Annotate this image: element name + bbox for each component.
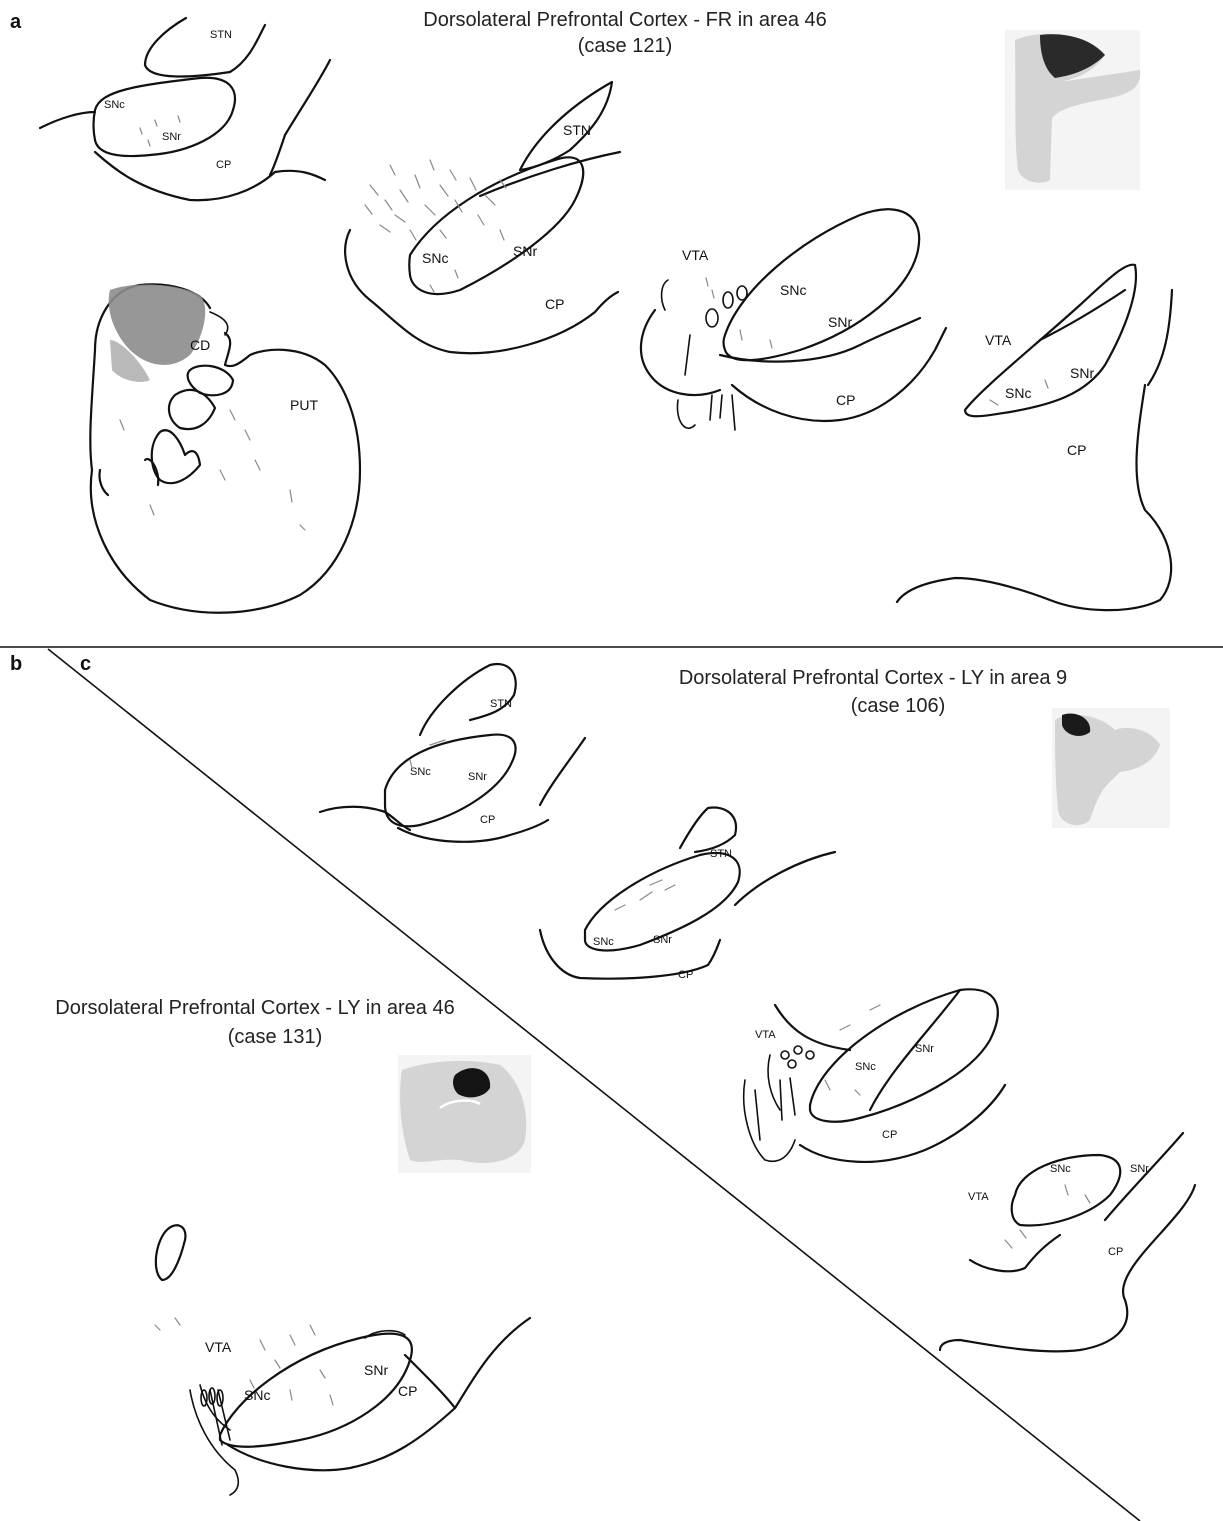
- panel-b-injection-thumbnail: [398, 1055, 531, 1173]
- label-snc: SNc: [104, 99, 125, 111]
- panel-c-injection-thumbnail: [1052, 708, 1170, 828]
- label-stn: STN: [563, 122, 591, 138]
- label-vta: VTA: [968, 1191, 989, 1203]
- panel-a-section-1: STN SNc SNr CP: [40, 18, 330, 200]
- label-snr: SNr: [162, 131, 181, 143]
- label-vta: VTA: [205, 1339, 232, 1355]
- panel-b-case: (case 131): [228, 1026, 323, 1048]
- panel-a-title: Dorsolateral Prefrontal Cortex - FR in a…: [423, 9, 827, 31]
- panel-c-case: (case 106): [851, 695, 946, 717]
- label-vta: VTA: [985, 332, 1012, 348]
- panel-a-injection-thumbnail: [1005, 30, 1140, 190]
- panel-c-section-3: VTA SNc SNr CP: [744, 989, 1005, 1162]
- label-cp: CP: [678, 969, 693, 981]
- label-snr: SNr: [915, 1043, 934, 1055]
- label-snr: SNr: [653, 934, 672, 946]
- label-put: PUT: [290, 397, 318, 413]
- diagonal-divider: [48, 649, 1140, 1521]
- label-snr: SNr: [468, 771, 487, 783]
- label-cp: CP: [836, 392, 855, 408]
- label-snc: SNc: [410, 766, 431, 778]
- panel-letter-a: a: [10, 11, 22, 33]
- label-snc: SNc: [593, 936, 614, 948]
- label-cp: CP: [216, 159, 231, 171]
- panel-a-case: (case 121): [578, 35, 673, 57]
- label-snr: SNr: [828, 314, 852, 330]
- label-snc: SNc: [1050, 1163, 1071, 1175]
- label-stn: STN: [490, 698, 512, 710]
- label-cp: CP: [1108, 1246, 1123, 1258]
- panel-letter-b: b: [10, 653, 22, 675]
- panel-a-striatum: CD PUT: [90, 284, 360, 612]
- label-stn: STN: [710, 848, 732, 860]
- label-snc: SNc: [780, 282, 806, 298]
- panel-b-section: VTA SNc SNr CP: [155, 1225, 530, 1495]
- label-snc: SNc: [244, 1387, 270, 1403]
- panel-a-section-3: VTA SNc SNr CP: [641, 209, 946, 430]
- label-snc: SNc: [1005, 385, 1031, 401]
- label-cp: CP: [545, 296, 564, 312]
- injection-site: [453, 1068, 490, 1097]
- panel-c-section-1: STN SNc SNr CP: [320, 664, 585, 842]
- panel-letter-c: c: [80, 653, 91, 675]
- label-vta: VTA: [755, 1029, 776, 1041]
- panel-c-title: Dorsolateral Prefrontal Cortex - LY in a…: [679, 667, 1067, 689]
- label-snr: SNr: [1070, 365, 1094, 381]
- panel-c-section-2: STN SNc SNr CP: [540, 807, 835, 981]
- label-cp: CP: [480, 814, 495, 826]
- panel-a-section-4: VTA SNc SNr CP: [897, 265, 1172, 610]
- label-cp: CP: [1067, 442, 1086, 458]
- label-snc: SNc: [855, 1061, 876, 1073]
- panel-a-section-2: STN SNc SNr CP: [345, 82, 620, 353]
- label-snc: SNc: [422, 250, 448, 266]
- label-snr: SNr: [364, 1362, 388, 1378]
- label-cp: CP: [398, 1383, 417, 1399]
- label-snr: SNr: [513, 243, 537, 259]
- label-vta: VTA: [682, 247, 709, 263]
- panel-c-section-4: VTA SNc SNr CP: [940, 1133, 1195, 1351]
- label-stn: STN: [210, 29, 232, 41]
- panel-b-title: Dorsolateral Prefrontal Cortex - LY in a…: [55, 997, 454, 1019]
- label-cp: CP: [882, 1129, 897, 1141]
- label-snr: SNr: [1130, 1163, 1149, 1175]
- label-cd: CD: [190, 337, 210, 353]
